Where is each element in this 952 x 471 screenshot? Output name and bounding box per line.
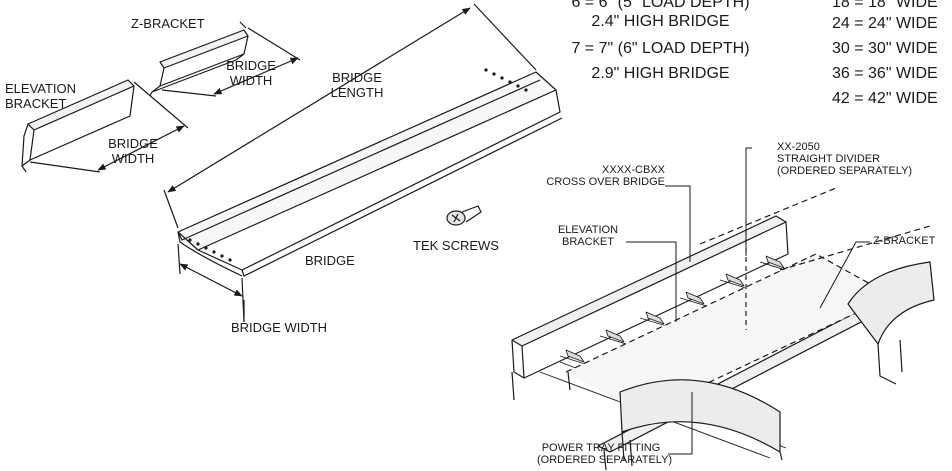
- elevation-bracket-part: [21, 79, 135, 173]
- tek-screws-label: TEK SCREWS: [413, 238, 499, 253]
- power-tray-fitting-label: POWER TRAY FITTING(ORDERED SEPARATELY): [537, 442, 673, 466]
- z-bracket-label: Z-BRACKET: [131, 16, 205, 31]
- bridge-label: BRIDGE: [305, 253, 355, 268]
- bridge-part: [177, 71, 563, 277]
- assembly-z-bracket-label: Z-BRACKET: [873, 235, 936, 247]
- legend-width-line-1: 18 = 18" WIDE: [832, 0, 938, 11]
- legend-width-line-5: 42 = 42" WIDE: [832, 90, 938, 107]
- legend-depth-line-2: 2.4" HIGH BRIDGE: [591, 13, 730, 30]
- legend-width-line-4: 36 = 36" WIDE: [832, 65, 938, 82]
- legend-width-line-3: 30 = 30" WIDE: [832, 40, 938, 57]
- ladder-tray-assembly: [511, 187, 935, 471]
- bridge-width-label: BRIDGE WIDTH: [231, 320, 328, 335]
- legend-depth-line-3: 7 = 7" (6" LOAD DEPTH): [571, 40, 750, 57]
- legend-depth-line-1: 6 = 6" (5" LOAD DEPTH): [571, 0, 750, 11]
- legend-width-line-2: 24 = 24" WIDE: [832, 15, 938, 32]
- legend-depth-line-4: 2.9" HIGH BRIDGE: [591, 65, 730, 82]
- tek-screw-icon: [446, 205, 482, 226]
